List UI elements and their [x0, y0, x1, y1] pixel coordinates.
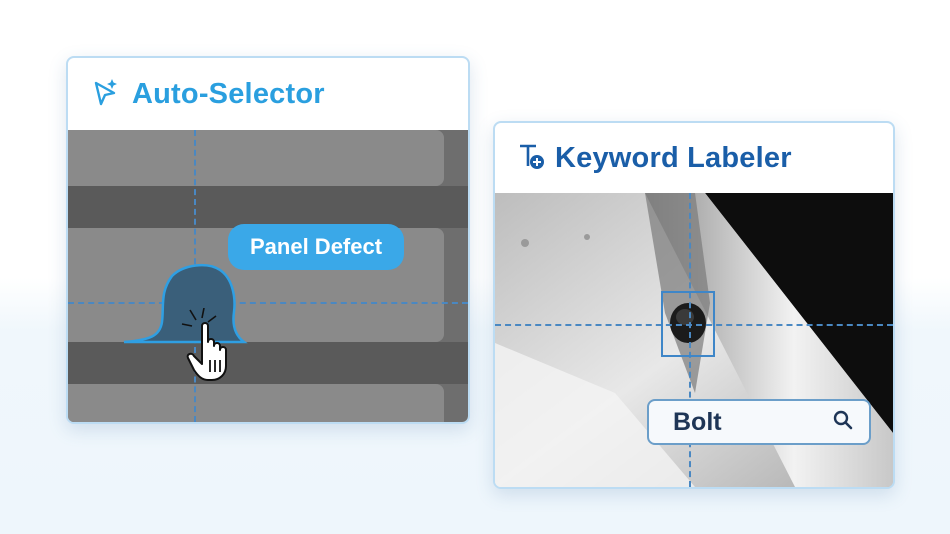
sparkle-cursor-icon: [92, 77, 120, 112]
keyword-search-input[interactable]: [673, 407, 813, 437]
auto-selector-title: Auto-Selector: [132, 77, 325, 110]
keyword-search-box[interactable]: [647, 399, 871, 445]
panel-defect-label[interactable]: Panel Defect: [228, 224, 405, 270]
panel-gap: [68, 342, 468, 384]
crosshair-horizontal: [68, 302, 468, 304]
solar-panel-strip: [68, 130, 444, 186]
search-icon[interactable]: [833, 410, 853, 435]
auto-selector-card: Auto-Selector Panel Defect: [66, 56, 470, 424]
keyword-labeler-title: Keyword Labeler: [555, 141, 792, 174]
auto-selector-header: Auto-Selector: [68, 58, 468, 130]
text-add-icon: [517, 142, 545, 175]
crosshair-vertical: [689, 193, 691, 487]
auto-selector-canvas[interactable]: Panel Defect: [68, 130, 468, 422]
solar-panel-strip: [68, 384, 444, 422]
keyword-labeler-header: Keyword Labeler: [495, 123, 893, 193]
defect-blob-selection[interactable]: [120, 262, 250, 348]
crosshair-horizontal: [495, 324, 893, 326]
keyword-labeler-card: Keyword Labeler: [493, 121, 895, 489]
panel-gap: [68, 186, 468, 228]
bolt-bounding-box[interactable]: [661, 291, 715, 357]
keyword-labeler-canvas[interactable]: [495, 193, 893, 487]
hand-cursor-icon: [181, 308, 227, 381]
